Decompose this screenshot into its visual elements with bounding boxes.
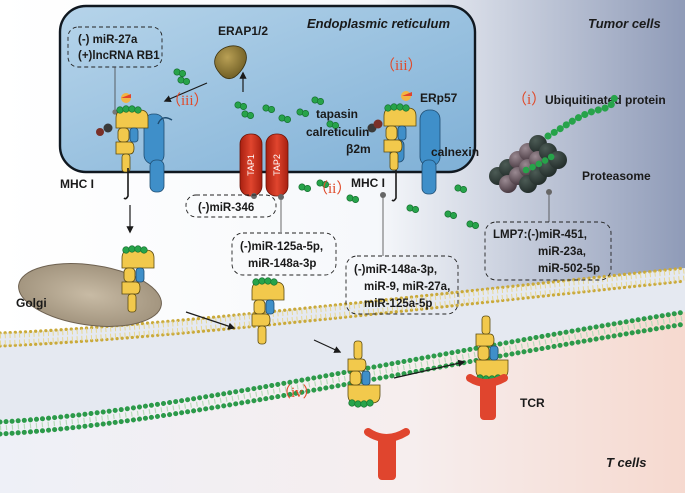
er-mirna-line-1: (-) miR-27a (78, 34, 138, 46)
mhc-mirna-line-1: (-)miR-148a-3p, (354, 264, 437, 276)
tap2-mirna-box (231, 232, 337, 276)
membrane-to-tcr-arrow (393, 359, 466, 379)
golgi-label: Golgi (16, 296, 47, 310)
er-mirna-line-2: (+)lncRNA RB1 (78, 50, 160, 62)
golgi-to-vesicle-arrow (185, 311, 236, 330)
mhc-mirna-box (345, 255, 459, 315)
tap1-mirna-box (185, 194, 277, 218)
peptide-loading-complex-left (96, 93, 173, 193)
tap2-mirna-line-1: (-)miR-125a-5p, (240, 241, 323, 253)
degraded-peptide-chain (522, 150, 560, 174)
tap1-mirna-line-1: (-)miR-346 (198, 202, 254, 214)
tcr-label: TCR (520, 396, 545, 410)
step-iv: （iv） (276, 384, 318, 401)
er-label: Endoplasmic reticulum (307, 16, 450, 31)
erap-arrow (163, 82, 208, 103)
calreticulin-label: calreticulin (306, 125, 369, 139)
t-cells-label: T cells (606, 455, 646, 470)
erap-label: ERAP1/2 (218, 24, 268, 38)
peptide-loading-complex-right (367, 91, 441, 195)
tumor-cell-membrane (0, 266, 685, 348)
mhc-tail-left (123, 168, 129, 200)
mhc-mirna-line-2: miR-9, miR-27a, (364, 281, 450, 293)
mhc-mirna-line-3: miR-125a-5p (364, 298, 432, 310)
proteasome-label: Proteasome (582, 169, 651, 183)
step-i: （i） (512, 91, 546, 108)
tcr-right (466, 374, 508, 420)
tap2-mirna-line-2: miR-148a-3p (248, 258, 316, 270)
tap1-label: TAP1 (246, 154, 256, 176)
tap-transporter (239, 133, 289, 197)
erap-enzyme (214, 45, 247, 80)
tumor-cells-label: Tumor cells (588, 16, 661, 31)
tapasin-label: tapasin (316, 107, 358, 121)
lmp7-mirna-line-2: miR-23a, (538, 246, 586, 258)
mhc-box-anchor (380, 192, 386, 198)
mhc-tail-right (391, 170, 397, 202)
ubiquitinated-protein-label: Ubiquitinated protein (545, 93, 666, 107)
proteasome-anchor (546, 189, 552, 195)
calnexin-label: calnexin (431, 145, 479, 159)
lmp7-mirna-line-3: miR-502-5p (538, 263, 600, 275)
tcr-left (364, 428, 410, 480)
tap2-anchor (278, 194, 284, 200)
mhc1-left-label: MHC I (60, 177, 94, 191)
t-cell-region (0, 310, 685, 493)
tap2-label: TAP2 (272, 154, 282, 176)
vesicle-to-membrane-arrow (313, 339, 342, 353)
tap1-anchor (251, 193, 257, 199)
intercellular-gap (0, 268, 685, 420)
erp57-label: ERp57 (420, 91, 458, 105)
ubiquitinated-chain (544, 92, 618, 140)
mhc1-mid-label: MHC I (351, 176, 385, 190)
t-cell-membrane (0, 309, 685, 437)
step-iii-left: （iii） (166, 92, 209, 109)
step-iii-right: （iii） (380, 57, 423, 74)
proteasome (489, 135, 567, 193)
b2m-label: β2m (346, 142, 371, 156)
step-ii: （ii） (313, 180, 351, 197)
er-box-anchor (112, 109, 118, 115)
lmp7-mirna-box (484, 221, 612, 281)
lmp7-mirna-line-1: LMP7:(-)miR-451, (493, 229, 587, 241)
